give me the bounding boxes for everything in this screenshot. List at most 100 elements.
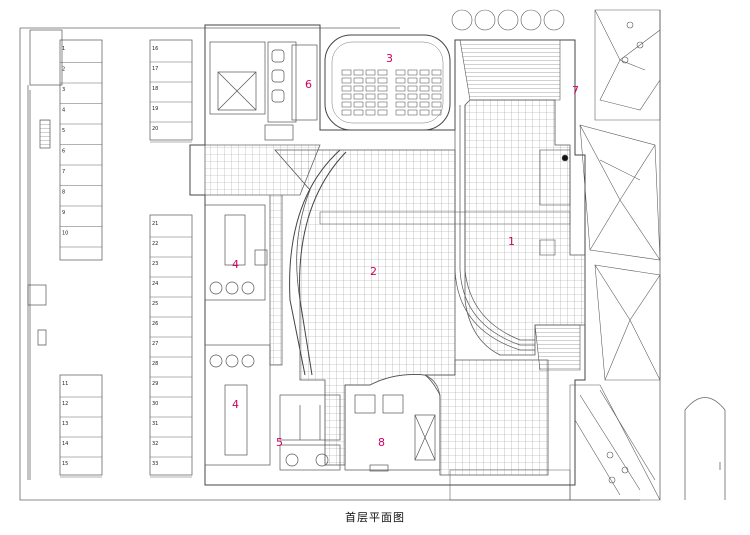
- seat-row: [365, 101, 376, 108]
- parking-stall-number: 32: [152, 441, 158, 447]
- zone-label-3: 3: [386, 52, 393, 65]
- seat-row: [365, 93, 376, 100]
- parking-stall-number: 30: [152, 401, 158, 407]
- parking-stall-number: 24: [152, 281, 158, 287]
- seat-row: [377, 77, 388, 84]
- zone-label-6: 6: [305, 78, 312, 91]
- parking-stall-number: 11: [62, 381, 68, 387]
- seat-row: [341, 101, 352, 108]
- seat-row: [377, 93, 388, 100]
- parking-stall-number: 10: [62, 231, 68, 237]
- seat-row: [341, 85, 352, 92]
- zone-label-2: 2: [370, 265, 377, 278]
- seat-row: [365, 69, 376, 76]
- seat-row: [431, 109, 442, 116]
- parking-stall-number: 15: [62, 461, 68, 467]
- parking-stall-number: 18: [152, 86, 158, 92]
- zone-label-1: 1: [508, 235, 515, 248]
- seat-row: [431, 85, 442, 92]
- seat-row: [377, 85, 388, 92]
- seat-row: [431, 101, 442, 108]
- seat-row: [419, 77, 430, 84]
- curved-ramp: [454, 105, 535, 351]
- seat-row: [341, 77, 352, 84]
- zone-lower-right-floor: [423, 359, 549, 476]
- auditorium-seats: [341, 69, 442, 116]
- zone-label-4-upper: 4: [232, 258, 239, 271]
- seat-row: [431, 77, 442, 84]
- seat-row: [377, 109, 388, 116]
- zone-label-4-lower: 4: [232, 398, 239, 411]
- seat-row: [395, 101, 406, 108]
- seat-row: [419, 85, 430, 92]
- parking-stall-number: 4: [62, 108, 65, 114]
- parking-stall-number: 1: [62, 46, 65, 52]
- parking-stall-numbers: 1234567891011121314151617181920212223242…: [62, 46, 158, 467]
- seat-row: [353, 101, 364, 108]
- plan-caption: 首层平面图: [345, 511, 405, 524]
- seat-row: [353, 93, 364, 100]
- zone-1-floor: [464, 99, 586, 356]
- parking-stall-number: 19: [152, 106, 158, 112]
- parking-stall-number: 5: [62, 128, 65, 134]
- seat-row: [407, 93, 418, 100]
- parking-stall-number: 3: [62, 87, 65, 93]
- curved-wall: [289, 149, 347, 376]
- zone-label-7: 7: [572, 84, 579, 97]
- parking-stall-number: 29: [152, 381, 158, 387]
- parking-stall-lines: [60, 61, 192, 478]
- parking-stall-number: 6: [62, 149, 65, 155]
- parking-stall-number: 28: [152, 361, 158, 367]
- seat-row: [395, 77, 406, 84]
- landscape-terrace: [449, 9, 661, 501]
- kitchen: [344, 374, 441, 472]
- seat-row: [365, 77, 376, 84]
- parking-stall-number: 22: [152, 241, 158, 247]
- seat-row: [377, 69, 388, 76]
- parking-stall-number: 8: [62, 190, 65, 196]
- parking-stall-number: 16: [152, 46, 158, 52]
- parking-stall-number: 25: [152, 301, 158, 307]
- seat-row: [365, 85, 376, 92]
- seat-row: [395, 93, 406, 100]
- trees: [451, 9, 644, 484]
- seat-row: [419, 93, 430, 100]
- seat-row: [431, 69, 442, 76]
- parking-stall-number: 2: [62, 67, 65, 73]
- main-hall-floor: [274, 149, 456, 466]
- seat-row: [353, 69, 364, 76]
- seat-row: [407, 101, 418, 108]
- stair-block: [459, 39, 581, 371]
- seat-row: [341, 109, 352, 116]
- seat-row: [395, 85, 406, 92]
- seat-row: [407, 77, 418, 84]
- seat-row: [407, 85, 418, 92]
- zone-label-5: 5: [276, 436, 283, 449]
- parking-stall-number: 21: [152, 221, 158, 227]
- seat-row: [395, 69, 406, 76]
- seat-row: [341, 93, 352, 100]
- entrance-booth: [27, 119, 51, 346]
- seat-row: [419, 69, 430, 76]
- restrooms: [279, 394, 341, 471]
- meeting-room-upper: [204, 204, 268, 301]
- parking-stall-number: 31: [152, 421, 158, 427]
- seat-row: [407, 69, 418, 76]
- zone-label-8: 8: [378, 436, 385, 449]
- parking-stall-number: 23: [152, 261, 158, 267]
- seat-row: [419, 109, 430, 116]
- seat-row: [395, 109, 406, 116]
- seat-row: [431, 93, 442, 100]
- seat-row: [353, 85, 364, 92]
- seat-row: [377, 101, 388, 108]
- parking-stall-number: 26: [152, 321, 158, 327]
- parking-stall-number: 9: [62, 210, 65, 216]
- seat-row: [407, 109, 418, 116]
- seat-row: [353, 77, 364, 84]
- parking-area-left: [27, 29, 193, 480]
- parking-stall-number: 27: [152, 341, 158, 347]
- service-core: [209, 41, 318, 141]
- parking-stall-number: 14: [62, 441, 68, 447]
- parking-stall-number: 7: [62, 169, 65, 175]
- parking-stall-number: 20: [152, 126, 158, 132]
